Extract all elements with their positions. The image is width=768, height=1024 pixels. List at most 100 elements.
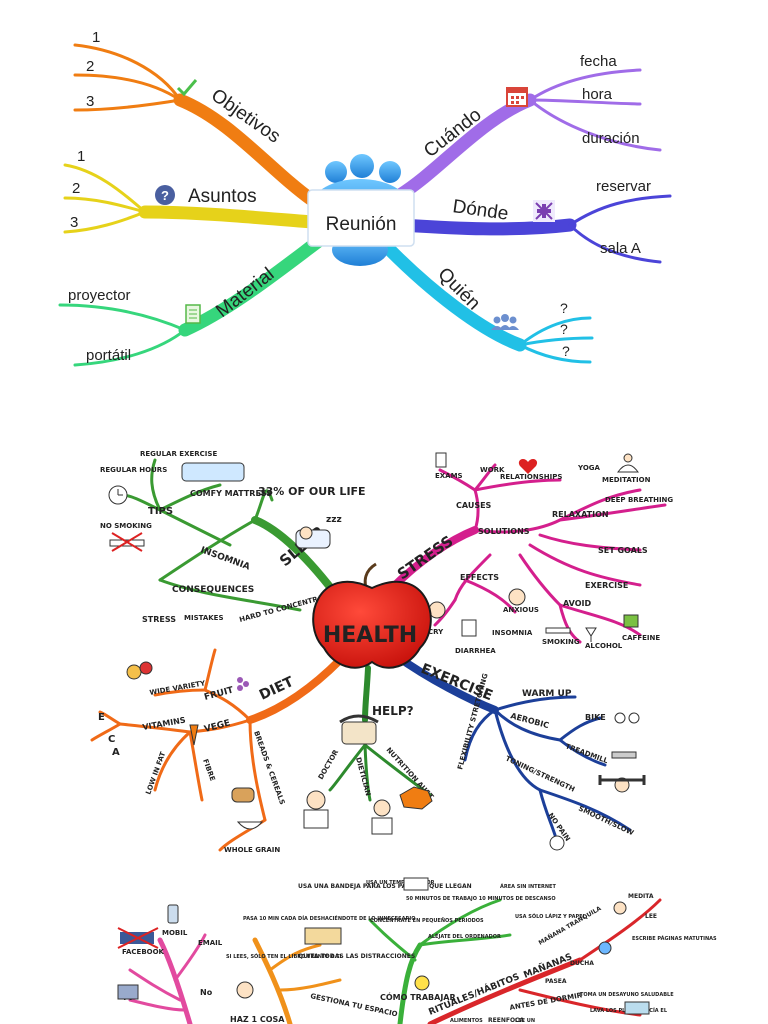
objetivos-item-1: 1	[92, 29, 100, 46]
sleep-stress: STRESS	[142, 615, 176, 624]
sleep-insomnia: INSOMNIA	[199, 545, 251, 572]
prod-pasea: PASEA	[545, 978, 567, 985]
checkmark-icon	[176, 79, 198, 97]
branch-material: proyector portátil Material	[58, 233, 327, 367]
cuando-item-fecha: fecha	[580, 53, 617, 70]
tray-icon	[304, 927, 342, 945]
prod-alimentos: ALIMENTOS	[450, 1018, 483, 1024]
exercise-aerobic: AEROBIC	[509, 711, 550, 730]
reunion-title: Reunión	[326, 214, 397, 235]
stress-solutions: SOLUTIONS	[478, 527, 530, 536]
quien-item-1: ?	[560, 300, 568, 316]
health-center: HEALTH	[312, 562, 432, 669]
exercise-toning: TONING/STRENGTH	[504, 755, 576, 794]
asuntos-item-1: 1	[77, 148, 85, 165]
cuando-item-hora: hora	[582, 86, 613, 103]
objetivos-item-3: 3	[86, 93, 94, 110]
cigarette-icon	[545, 627, 571, 634]
mattress-icon	[181, 462, 245, 482]
prod-pasa-10-min: PASA 10 MIN CADA DÍA DESHACIÉNDOTE DE LO…	[243, 914, 415, 922]
exam-paper-icon	[435, 452, 447, 468]
stress-meditation: MEDITATION	[602, 476, 651, 484]
sleep-consequences: CONSEQUENCES	[172, 585, 254, 595]
smiley-icon	[549, 835, 565, 851]
branch-help: HELP? DOCTOR DIETICIAN NUTRITION AUST	[303, 665, 435, 835]
material-label: Material	[212, 264, 278, 322]
diet-wide-variety: WIDE VARIETY	[149, 679, 207, 697]
stress-exercise: EXERCISE	[585, 581, 628, 590]
people-icon	[491, 314, 519, 330]
prod-lapiz-papel: USA SÓLO LÁPIZ Y PAPEL	[515, 913, 587, 920]
prod-area-sin-internet: ÁREA SIN INTERNET	[500, 883, 556, 890]
timer-icon	[403, 877, 429, 891]
prod-email: EMAIL	[198, 939, 223, 947]
prod-bandeja: USA UNA BANDEJA PARA LOS PAPELES QUE LLE…	[298, 883, 472, 890]
health-mind-map: 33% OF OUR LIFE INSOMNIA TIPS REGULAR EX…	[90, 450, 673, 854]
grapes-icon	[237, 677, 249, 691]
health-title: HEALTH	[323, 623, 417, 648]
shower-icon	[598, 941, 612, 955]
stress-caffeine: CAFFEINE	[622, 634, 660, 642]
wine-glass-icon	[585, 627, 597, 642]
diet-breads-cereals: BREADS & CEREALS	[252, 730, 286, 806]
quien-item-3: ?	[562, 343, 570, 359]
prod-facebook: FACEBOOK	[122, 948, 165, 956]
meditation-icon	[617, 453, 639, 473]
asuntos-item-2: 2	[72, 180, 80, 197]
sleep-mistakes: MISTAKES	[184, 614, 224, 622]
donde-item-reservar: reservar	[596, 178, 651, 195]
stress-relationships: RELATIONSHIPS	[500, 473, 562, 481]
diet-a: A	[112, 747, 120, 758]
prod-alejate: ALÉJATE DEL ORDENADOR	[428, 932, 501, 940]
diet-whole-grain: WHOLE GRAIN	[224, 846, 280, 854]
diet-fibre: FIBRE	[201, 758, 216, 782]
document-icon	[185, 304, 201, 324]
sleep-comfy-mattress: COMFY MATTRESS	[190, 489, 272, 498]
exercise-warm-up: WARM UP	[522, 689, 572, 699]
prod-temporizador: USA UN TEMPORIZADOR	[366, 880, 435, 886]
donde-label: Dónde	[451, 196, 509, 225]
bowl-icon	[236, 821, 264, 830]
asuntos-label: Asuntos	[188, 186, 257, 207]
branch-donde: reservar sala A Dónde	[395, 178, 672, 264]
stress-deep-breathing: DEEP BREATHING	[605, 496, 673, 504]
stress-effects: EFFECTS	[460, 573, 499, 582]
stress-yoga: YOGA	[577, 464, 601, 472]
meditating-person-icon	[613, 901, 627, 915]
question-icon: ?	[155, 185, 175, 205]
cuando-item-duracion: duración	[582, 130, 640, 147]
diet-fruit: FRUIT	[203, 685, 235, 703]
prod-no: No	[200, 988, 213, 997]
diet-vege: VEGE	[203, 718, 231, 735]
prod-como-trabajar: CÓMO TRABAJAR	[380, 991, 456, 1002]
telephone-icon	[339, 714, 379, 745]
stress-diarrhea: DIARRHEA	[455, 647, 496, 655]
sink-icon	[624, 1001, 650, 1015]
australia-map-icon	[399, 786, 433, 810]
clock-icon	[108, 485, 128, 505]
collapse-arrows-icon	[533, 200, 555, 222]
smiley-face-icon	[414, 975, 430, 991]
exercise-smooth-slow: SMOOTH/SLOW	[577, 805, 635, 838]
weightlifter-icon	[598, 775, 646, 793]
prod-desayuno: TOMA UN DESAYUNO SALUDABLE	[580, 992, 674, 998]
prod-ducha: DUCHA	[570, 960, 594, 967]
sleep-no-smoking: NO SMOKING	[100, 522, 152, 530]
coffee-cup-icon	[623, 614, 639, 628]
asuntos-item-3: 3	[70, 214, 78, 231]
meeting-mind-map: 1 2 3 Objetivos 1 2 3 Asuntos ? p	[58, 29, 672, 367]
branch-cuando: fecha hora duración Cuándo	[393, 53, 662, 202]
prod-escribe-paginas: ESCRIBE PÁGINAS MATUTINAS	[632, 935, 717, 942]
sleep-regular-exercise: REGULAR EXERCISE	[140, 450, 217, 458]
branch-asuntos: 1 2 3 Asuntos ?	[63, 148, 319, 234]
donde-item-sala: sala A	[600, 240, 641, 257]
help-dietician: DIETICIAN	[354, 756, 372, 796]
branch-stress: EXAMS WORK RELATIONSHIPS CAUSES SOLUTION…	[386, 452, 673, 655]
no-smoking-icon	[109, 532, 145, 552]
quien-item-2: ?	[560, 321, 568, 337]
stress-label: STRESS	[394, 532, 457, 583]
treadmill-icon	[611, 751, 637, 759]
productivity-mind-map: FACEBOOK MOBIL EMAIL TV No HAZ 1 COSA PA…	[117, 877, 717, 1024]
objetivos-item-2: 2	[86, 58, 94, 75]
